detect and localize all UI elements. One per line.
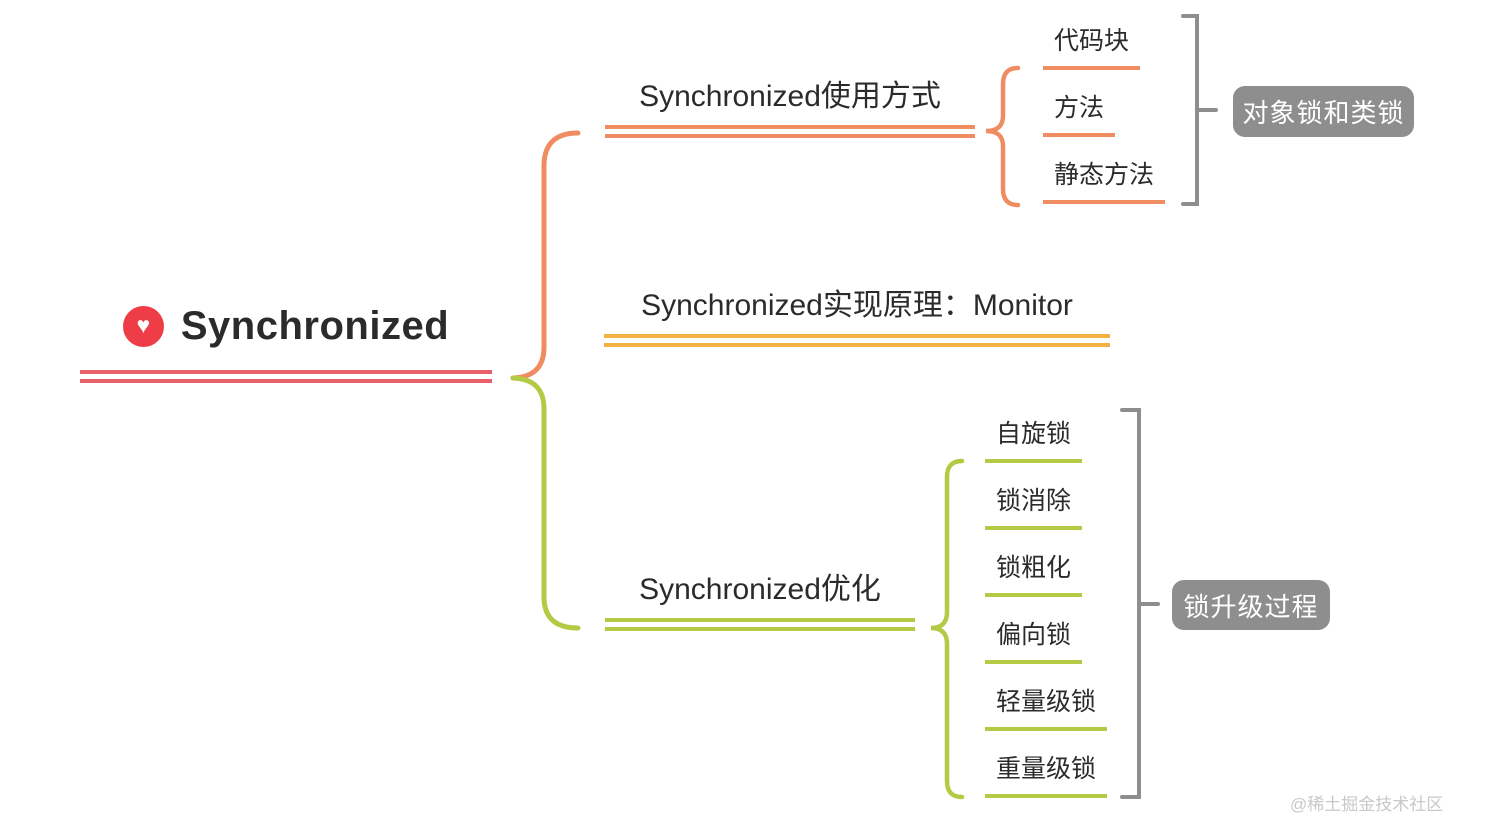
leaf-static-method-label: 静态方法 bbox=[1043, 158, 1166, 204]
leaf-lock-elimination[interactable]: 锁消除 bbox=[985, 484, 1083, 530]
leaf-code-block-label: 代码块 bbox=[1043, 24, 1141, 70]
leaf-method[interactable]: 方法 bbox=[1043, 91, 1116, 137]
branch-usage-underline bbox=[605, 125, 975, 138]
leaf-lock-coarsening-label: 锁粗化 bbox=[985, 551, 1083, 597]
branch-optimization-label: Synchronized优化 bbox=[639, 573, 881, 606]
leaf-code-block[interactable]: 代码块 bbox=[1043, 24, 1141, 70]
summary-object-class-lock[interactable]: 对象锁和类锁 bbox=[1233, 86, 1414, 137]
summary-object-class-lock-label: 对象锁和类锁 bbox=[1242, 98, 1405, 128]
summary-lock-upgrade-label: 锁升级过程 bbox=[1183, 591, 1319, 622]
leaf-method-label: 方法 bbox=[1043, 91, 1116, 137]
branch-usage-label: Synchronized使用方式 bbox=[639, 80, 941, 113]
branch1-group-bracket bbox=[1181, 14, 1199, 206]
leaf-spin-lock[interactable]: 自旋锁 bbox=[985, 417, 1083, 463]
leaf-spin-lock-label: 自旋锁 bbox=[985, 417, 1083, 463]
branch-principle-label: Synchronized实现原理：Monitor bbox=[641, 289, 1073, 322]
root-underline bbox=[80, 370, 492, 383]
branch3-children-brace bbox=[930, 458, 965, 800]
leaf-lightweight-lock[interactable]: 轻量级锁 bbox=[985, 685, 1108, 731]
branch1-children-brace bbox=[985, 65, 1021, 208]
leaf-lock-elimination-label: 锁消除 bbox=[985, 484, 1083, 530]
branch3-group-bracket bbox=[1120, 408, 1141, 799]
branch-optimization-underline bbox=[605, 618, 915, 631]
leaf-static-method[interactable]: 静态方法 bbox=[1043, 158, 1166, 204]
leaf-lock-coarsening[interactable]: 锁粗化 bbox=[985, 551, 1083, 597]
leaf-lightweight-lock-label: 轻量级锁 bbox=[985, 685, 1108, 731]
root-branch3-brace bbox=[510, 375, 581, 631]
leaf-heavyweight-lock[interactable]: 重量级锁 bbox=[985, 752, 1108, 798]
branch-usage[interactable]: Synchronized使用方式 bbox=[605, 75, 975, 138]
branch-principle-underline bbox=[604, 334, 1110, 347]
branch-optimization[interactable]: Synchronized优化 bbox=[605, 568, 915, 631]
leaf-biased-lock-label: 偏向锁 bbox=[985, 618, 1083, 664]
summary-lock-upgrade[interactable]: 锁升级过程 bbox=[1172, 580, 1330, 630]
root-topic[interactable]: ♥ Synchronized bbox=[80, 303, 492, 383]
branch-principle[interactable]: Synchronized实现原理：Monitor bbox=[604, 284, 1110, 347]
watermark: @稀土掘金技术社区 bbox=[1290, 795, 1444, 814]
leaf-biased-lock[interactable]: 偏向锁 bbox=[985, 618, 1083, 664]
leaf-heavyweight-lock-label: 重量级锁 bbox=[985, 752, 1108, 798]
root-topic-label: Synchronized bbox=[180, 303, 450, 348]
heart-icon: ♥ bbox=[122, 305, 164, 347]
root-branch1-brace bbox=[510, 130, 581, 381]
